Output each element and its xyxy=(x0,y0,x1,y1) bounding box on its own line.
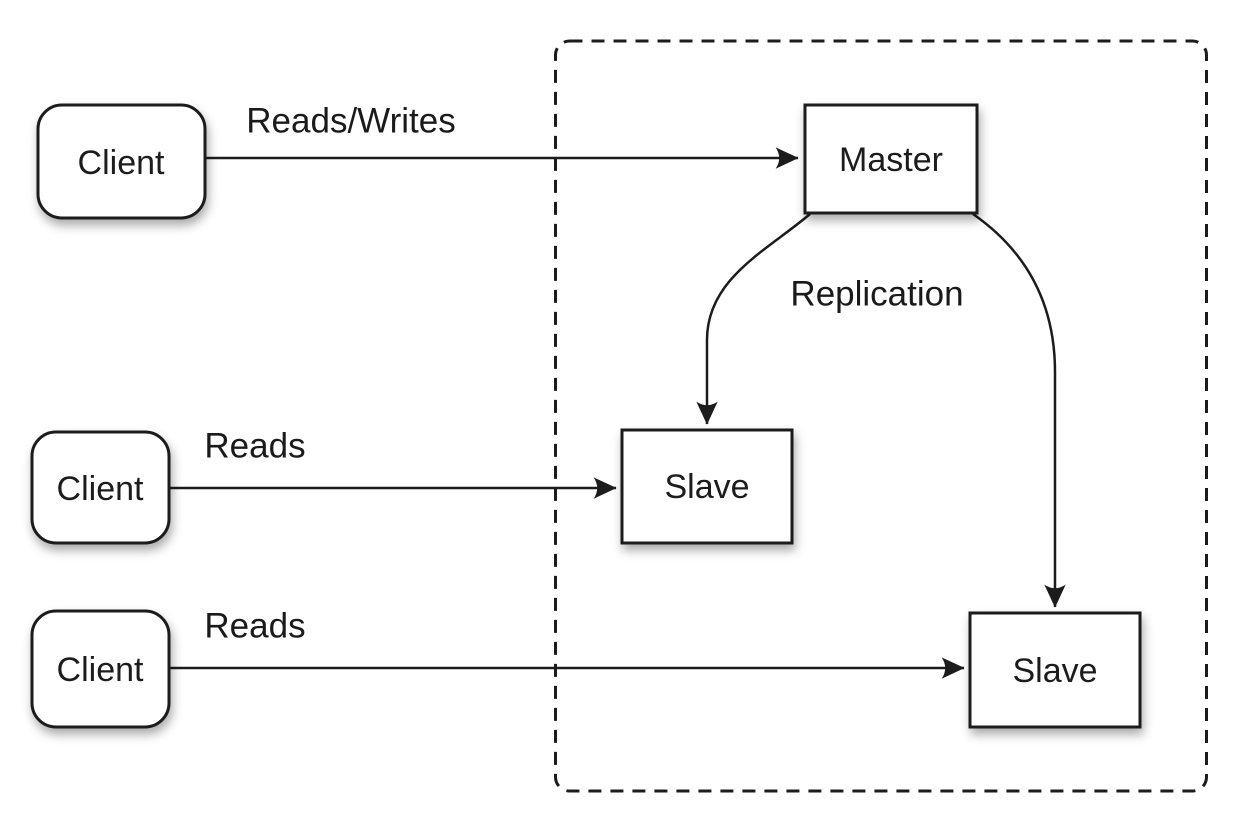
client1-node: Client xyxy=(36,103,207,220)
edge-master-to-slave1 xyxy=(696,213,811,425)
client2-box xyxy=(30,430,171,545)
slave2-box xyxy=(968,611,1142,729)
client1-label: Client xyxy=(78,144,165,182)
master-box xyxy=(803,103,979,215)
client3-box xyxy=(30,609,171,729)
slave2-label: Slave xyxy=(1012,652,1097,690)
edge-label-reads-mid: Reads xyxy=(204,427,305,466)
client3-node: Client xyxy=(30,609,171,729)
edge-master-to-slave2 xyxy=(972,212,1066,608)
slave1-label: Slave xyxy=(664,468,749,506)
server-cluster-boundary xyxy=(554,39,1208,793)
slave2-node: Slave xyxy=(968,611,1142,729)
client3-label: Client xyxy=(57,651,144,689)
client2-label: Client xyxy=(57,470,144,508)
edge-label-reads-bottom: Reads xyxy=(204,607,305,646)
edge-label-replication: Replication xyxy=(790,275,963,314)
client1-box xyxy=(36,103,207,220)
client2-node: Client xyxy=(30,430,171,545)
slave1-node: Slave xyxy=(620,428,794,545)
edge-label-reads-writes: Reads/Writes xyxy=(246,102,455,141)
master-label: Master xyxy=(839,141,943,179)
slave1-box xyxy=(620,428,794,545)
master-node: Master xyxy=(803,103,979,215)
